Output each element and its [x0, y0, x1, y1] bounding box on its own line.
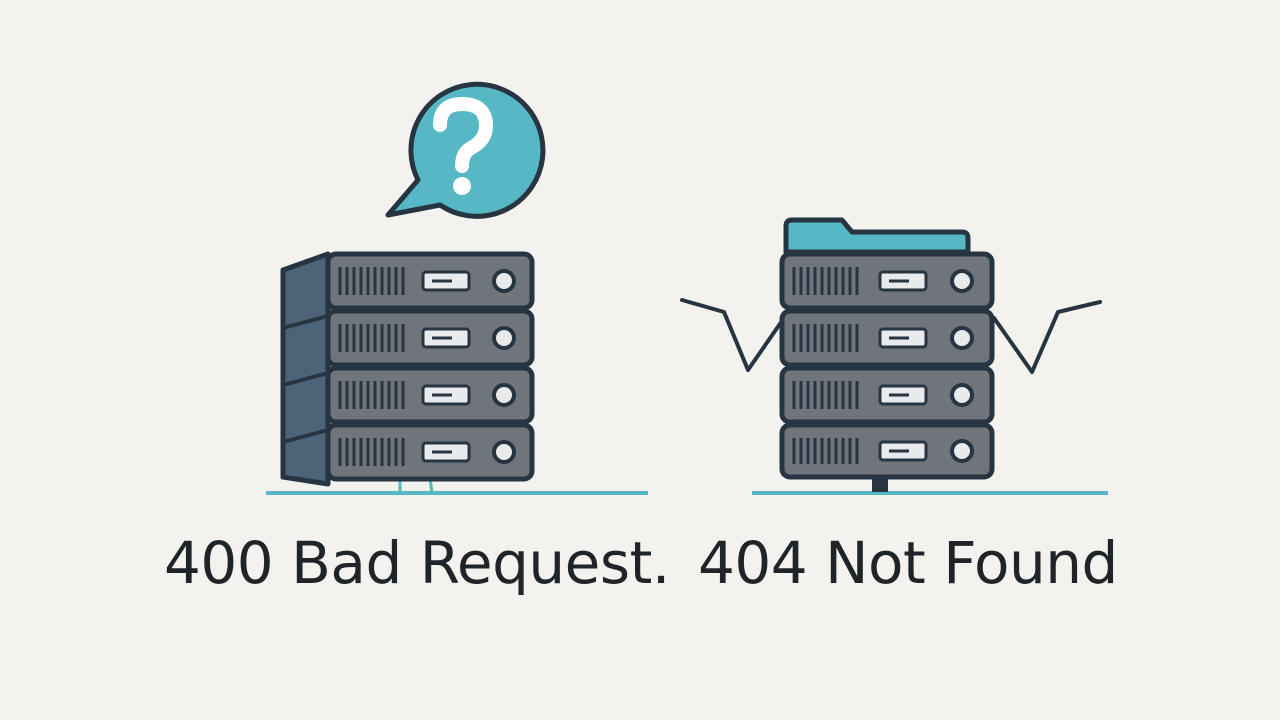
right-illustration [680, 217, 1108, 495]
left-server-unit-1 [325, 251, 535, 311]
left-server-side-panel [280, 251, 331, 487]
label-400-bad-request: 400 Bad Request. [164, 529, 670, 597]
left-server-unit-4 [325, 422, 535, 482]
left-server-unit-2 [325, 308, 535, 368]
right-server-unit-1 [779, 251, 995, 311]
right-server-unit-2 [779, 308, 995, 368]
left-server-unit-3 [325, 365, 535, 425]
right-server-unit-3 [779, 365, 995, 425]
left-illustration [266, 81, 648, 495]
label-404-not-found: 404 Not Found [698, 529, 1118, 597]
server-rack-icon [779, 251, 995, 480]
right-shrug-arm [992, 300, 1102, 374]
server-rack-icon [325, 251, 535, 482]
question-mark-icon [385, 81, 546, 219]
folder-icon [783, 217, 971, 255]
right-server-stand [872, 476, 888, 492]
right-server-unit-4 [779, 422, 995, 480]
left-shrug-arm [680, 298, 786, 372]
